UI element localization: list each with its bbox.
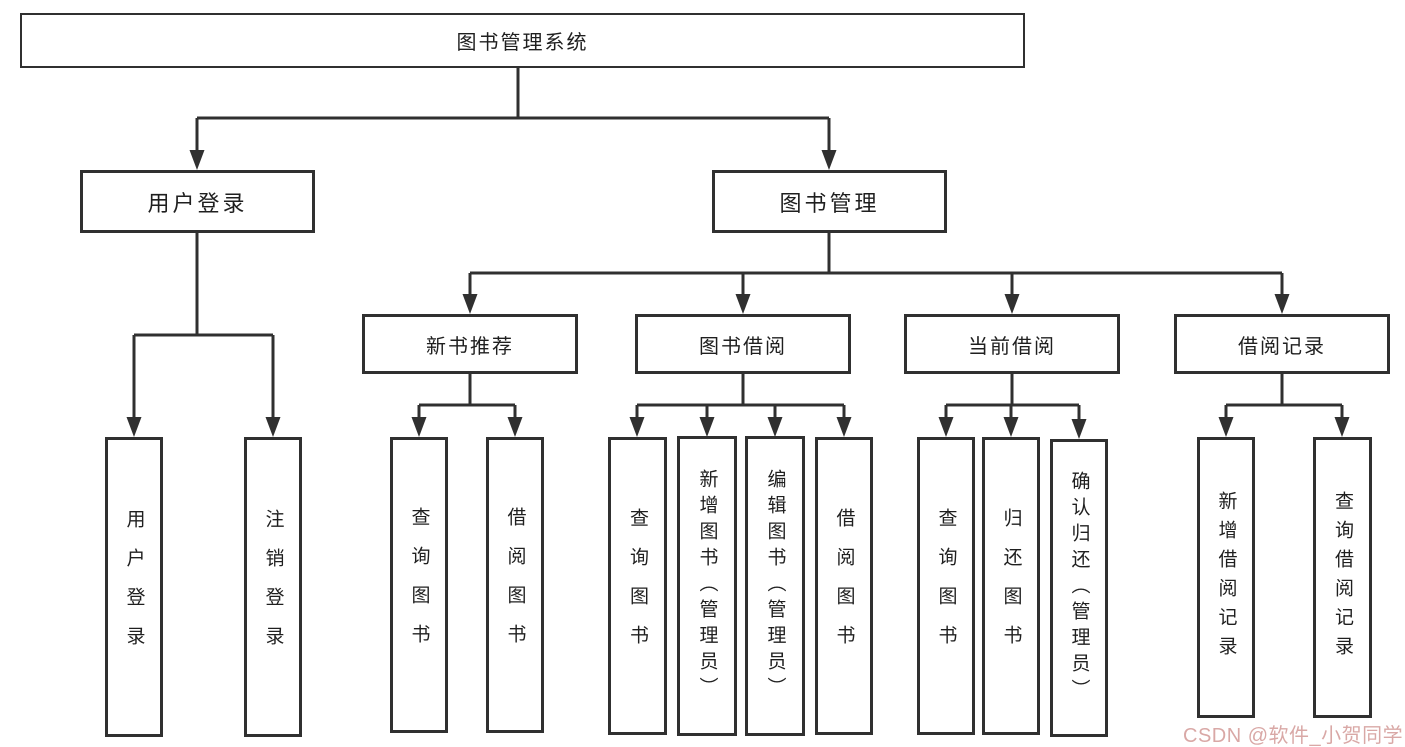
- node-book-management: 图书管理: [712, 170, 947, 233]
- leaf-add-books-admin: 新增图书（管理员）: [677, 436, 737, 736]
- node-new-book-recommend-label: 新书推荐: [426, 335, 514, 358]
- csdn-watermark: CSDN @软件_小贺同学: [1183, 725, 1404, 747]
- leaf-logout: 注销登录: [244, 437, 302, 737]
- node-root: 图书管理系统: [20, 13, 1025, 68]
- leaf-return-books-label: 归还图书: [1000, 508, 1022, 664]
- node-borrowing-records-label: 借阅记录: [1238, 335, 1326, 358]
- node-user-login: 用户登录: [80, 170, 315, 233]
- leaf-query-books-current-label: 查询图书: [935, 508, 957, 664]
- leaf-borrow-books-recommend: 借阅图书: [486, 437, 544, 733]
- leaf-query-books-recommend-label: 查询图书: [408, 507, 430, 663]
- leaf-add-borrow-record-label: 新增借阅记录: [1215, 490, 1237, 665]
- leaf-edit-books-admin: 编辑图书（管理员）: [745, 436, 805, 736]
- leaf-query-books-current: 查询图书: [917, 437, 975, 735]
- node-current-borrowing: 当前借阅: [904, 314, 1120, 374]
- leaf-return-books: 归还图书: [982, 437, 1040, 735]
- node-current-borrowing-label: 当前借阅: [968, 335, 1056, 358]
- leaf-add-books-admin-label: 新增图书（管理员）: [696, 469, 718, 703]
- leaf-user-login-label: 用户登录: [123, 509, 145, 665]
- leaf-borrow-books-borrowing-label: 借阅图书: [833, 508, 855, 664]
- node-new-book-recommend: 新书推荐: [362, 314, 578, 374]
- leaf-query-books-borrowing-label: 查询图书: [627, 508, 648, 664]
- leaf-query-borrow-record: 查询借阅记录: [1313, 437, 1372, 718]
- node-book-borrowing: 图书借阅: [635, 314, 851, 374]
- leaf-borrow-books-borrowing: 借阅图书: [815, 437, 873, 735]
- leaf-query-borrow-record-label: 查询借阅记录: [1332, 490, 1353, 665]
- node-user-login-label: 用户登录: [147, 190, 248, 216]
- leaf-query-books-recommend: 查询图书: [390, 437, 448, 733]
- leaf-add-borrow-record: 新增借阅记录: [1197, 437, 1255, 718]
- node-book-management-label: 图书管理: [779, 190, 880, 216]
- leaf-confirm-return-admin-label: 确认归还（管理员）: [1068, 471, 1090, 705]
- node-book-borrowing-label: 图书借阅: [699, 335, 787, 358]
- leaf-confirm-return-admin: 确认归还（管理员）: [1050, 439, 1108, 737]
- node-root-label: 图书管理系统: [456, 32, 589, 54]
- leaf-user-login: 用户登录: [105, 437, 163, 737]
- leaf-borrow-books-recommend-label: 借阅图书: [504, 507, 526, 663]
- leaf-edit-books-admin-label: 编辑图书（管理员）: [764, 469, 786, 703]
- node-borrowing-records: 借阅记录: [1174, 314, 1390, 374]
- leaf-logout-label: 注销登录: [262, 509, 284, 665]
- leaf-query-books-borrowing: 查询图书: [608, 437, 667, 735]
